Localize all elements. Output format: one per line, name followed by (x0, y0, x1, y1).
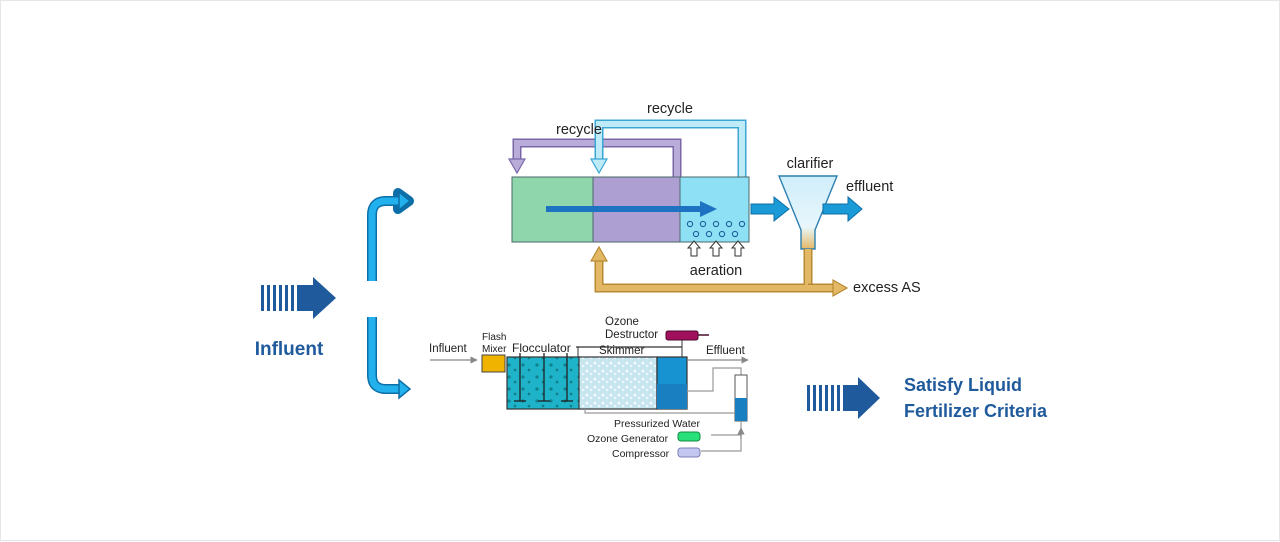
ozone-destructor (665, 330, 699, 341)
ozone-generator (677, 431, 701, 442)
effluent-label: effluent (846, 179, 893, 195)
daf-ozone-process: Influent Flash Mixer Flocculator Ozone D… (429, 316, 749, 460)
flash-mixer-label-1: Flash (482, 332, 506, 343)
ozone-generator-label: Ozone Generator (587, 433, 669, 445)
result-label-line1: Satisfy Liquid (904, 375, 1022, 395)
activated-sludge-process: recycle recycle aeration clarifier efflu… (507, 101, 921, 298)
flotation-tank (578, 356, 658, 410)
recycle-outer-label: recycle (556, 122, 602, 138)
daf-effluent-label: Effluent (706, 345, 746, 357)
aeration-arrows (686, 240, 746, 257)
compressor (677, 447, 701, 458)
result-chevron-arrow (807, 377, 880, 419)
skimmer-label: Skimmer (599, 345, 645, 357)
flash-mixer-label-2: Mixer (482, 344, 507, 355)
split-pipe-up (367, 188, 414, 281)
result-label-line2: Fertilizer Criteria (904, 401, 1048, 421)
influent-label: Influent (255, 339, 324, 360)
compressor-label: Compressor (612, 448, 670, 460)
daf-influent-label: Influent (429, 343, 468, 355)
clarifier (777, 175, 839, 250)
recycle-inner-label: recycle (647, 101, 693, 117)
clarifier-label: clarifier (787, 156, 834, 172)
excess-as-label: excess AS (853, 280, 921, 296)
influent-chevron-arrow (261, 277, 336, 319)
split-pipe-down (367, 317, 412, 400)
flocculator-paddles (514, 353, 573, 402)
ozone-label-1: Ozone (605, 316, 639, 328)
flash-mixer (481, 354, 506, 373)
aeration-label: aeration (690, 263, 742, 279)
aeration-bubbles (686, 220, 746, 238)
flocculator-label: Flocculator (512, 341, 571, 355)
ozone-label-2: Destructor (605, 329, 658, 341)
pressurized-water-label: Pressurized Water (614, 418, 700, 430)
